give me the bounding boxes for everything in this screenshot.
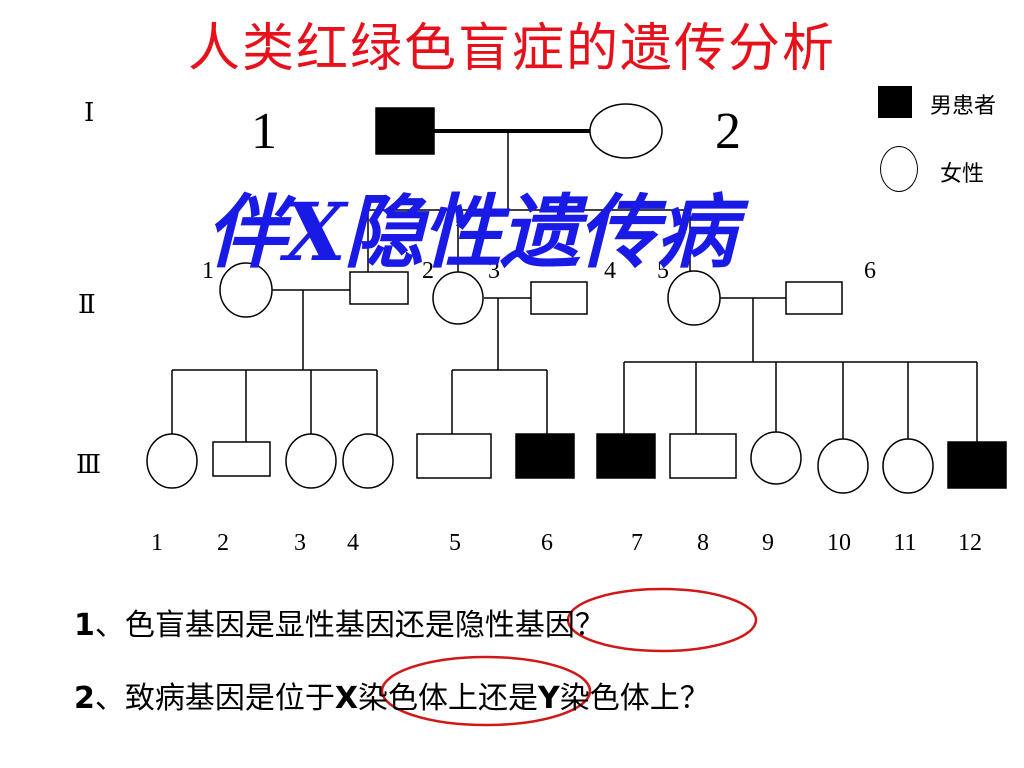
- gen3-number-1: 1: [151, 530, 163, 556]
- generation-label-2: Ⅱ: [78, 290, 96, 319]
- question-2-part-2: 染色体上还是: [358, 681, 539, 716]
- gen2-number-2: 2: [422, 258, 434, 284]
- gen3-individual-10-female: [817, 438, 869, 494]
- question-2-y: Y: [538, 681, 560, 716]
- legend-female-symbol: [880, 146, 918, 192]
- overlay-inheritance-type: 伴X隐性遗传病: [206, 185, 736, 279]
- question-2: 2、致病基因是位于X染色体上还是Y染色体上？: [74, 673, 710, 717]
- gen3-number-5: 5: [449, 530, 461, 556]
- gen3-individual-5-male: [416, 433, 492, 479]
- gen1-individual-2-female: [589, 103, 663, 159]
- gen3-individual-1-female: [146, 433, 198, 489]
- gen3-number-10: 10: [827, 530, 851, 556]
- gen3-individual-8-male: [669, 433, 737, 479]
- gen3-individual-9-female: [750, 431, 802, 485]
- gen3-number-6: 6: [541, 530, 553, 556]
- legend-male-patient-symbol: [878, 86, 912, 118]
- gen3-number-12: 12: [958, 530, 982, 556]
- gen3-individual-2-male: [212, 441, 271, 477]
- gen2-number-4: 4: [604, 258, 616, 284]
- gen1-number-1: 1: [251, 103, 277, 160]
- gen2-individual-4-male: [530, 281, 588, 315]
- question-2-number: 2: [74, 681, 95, 716]
- highlight-circle-x-chromosome: [380, 655, 592, 727]
- gen1-individual-1-affected-male: [375, 107, 435, 155]
- gen2-individual-3-female: [432, 271, 484, 325]
- gen3-individual-4-female: [342, 433, 394, 489]
- legend-male-patient-label: 男患者: [930, 94, 997, 119]
- gen2-individual-1-female: [219, 262, 273, 318]
- highlight-circle-recessive: [566, 587, 758, 653]
- gen3-individual-11-female: [882, 438, 934, 494]
- gen1-number-2: 2: [715, 103, 741, 160]
- gen3-individual-3-female: [285, 433, 337, 489]
- generation-label-3: Ⅲ: [76, 450, 102, 479]
- question-2-x: X: [334, 681, 359, 716]
- gen2-individual-2-male: [349, 271, 409, 305]
- gen3-number-11: 11: [893, 530, 916, 556]
- gen3-individual-7-affected-male: [596, 433, 656, 479]
- gen3-individual-12-affected-male: [947, 441, 1007, 489]
- gen3-number-9: 9: [762, 530, 774, 556]
- question-1-number: 1: [74, 608, 95, 643]
- question-1-text: 、色盲基因是显性基因还是隐性基因？: [94, 608, 605, 643]
- legend-female-label: 女性: [940, 162, 985, 187]
- question-1: 1、色盲基因是显性基因还是隐性基因？: [74, 600, 605, 644]
- generation-label-1: Ⅰ: [84, 98, 95, 127]
- gen2-number-1: 1: [202, 258, 214, 284]
- question-2-part-3: 染色体上？: [559, 681, 710, 716]
- gen2-number-5: 5: [657, 258, 669, 284]
- question-2-part-1: 、致病基因是位于: [94, 681, 335, 716]
- gen2-individual-6-male: [785, 281, 843, 315]
- gen2-number-6: 6: [864, 258, 876, 284]
- gen3-number-7: 7: [631, 530, 643, 556]
- gen3-number-4: 4: [347, 530, 359, 556]
- page-title: 人类红绿色盲症的遗传分析: [187, 19, 836, 79]
- gen3-individual-6-affected-male: [515, 433, 575, 479]
- gen3-number-8: 8: [697, 530, 709, 556]
- gen2-individual-5-female: [667, 270, 721, 326]
- gen2-number-3: 3: [488, 258, 500, 284]
- gen3-number-3: 3: [294, 530, 306, 556]
- gen3-number-2: 2: [217, 530, 229, 556]
- pedigree-lines: [171, 129, 978, 442]
